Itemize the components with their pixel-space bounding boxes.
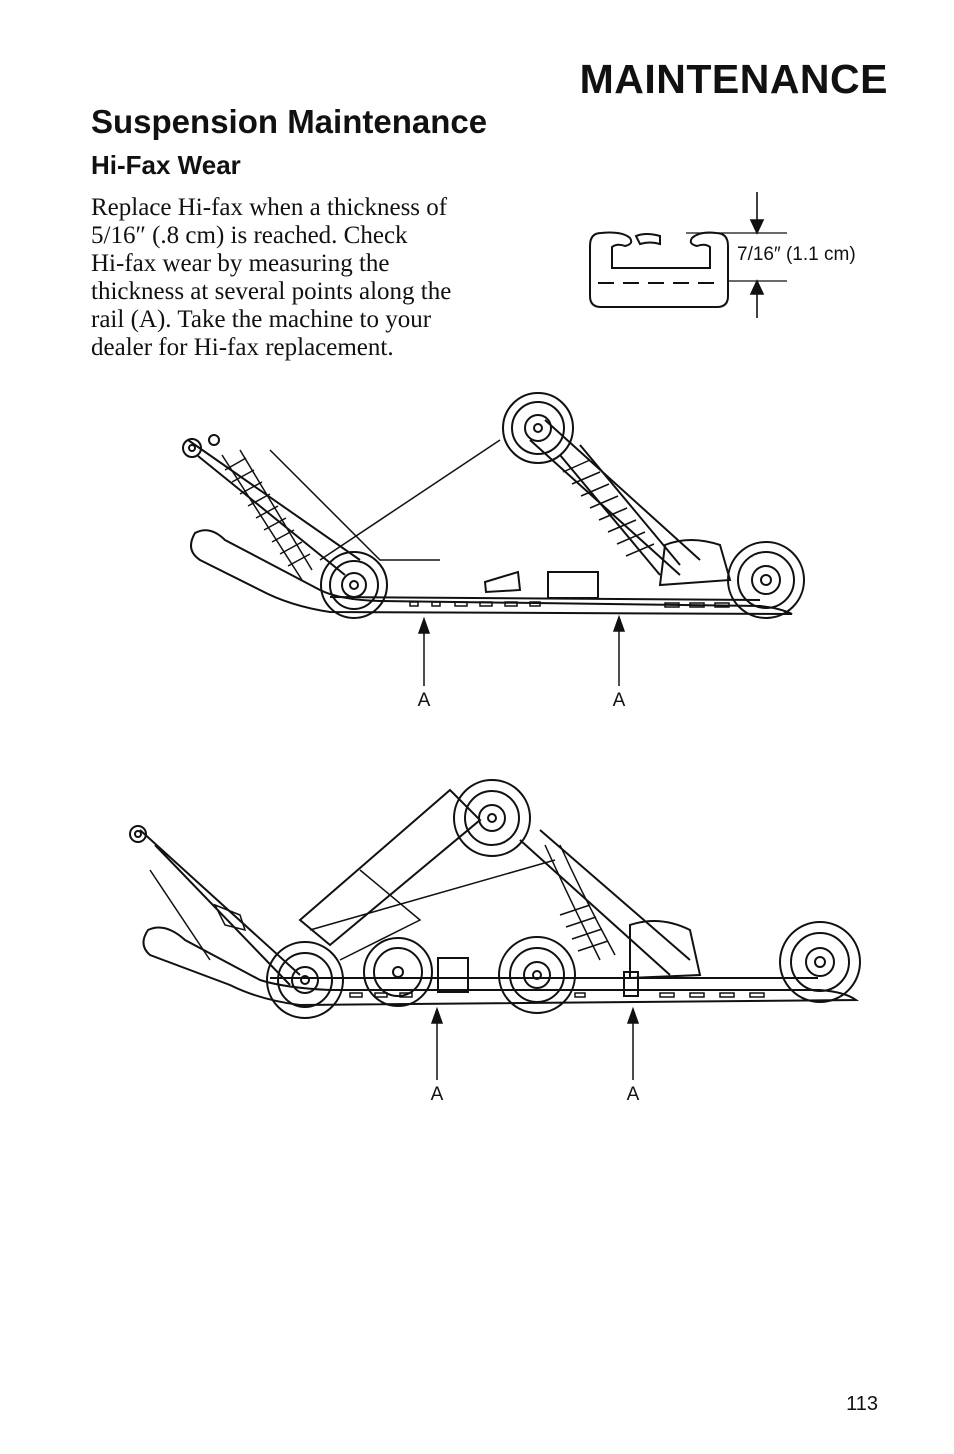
idler-wheel [502,392,574,464]
idler-wheel [266,941,344,1019]
body-line: 5/16″ (.8 cm) is reached. Check [91,222,408,249]
slide-rail [142,926,860,1007]
body-paragraph: Replace Hi-fax when a thickness of 5/16″… [91,194,511,362]
body-line: dealer for Hi-fax replacement. [91,334,394,361]
idler-wheel [363,937,433,1007]
callout-label: A [626,1084,640,1105]
page-title: Suspension Maintenance [91,103,488,140]
callout-label: A [430,1084,444,1105]
callout-label: A [417,690,431,711]
body-line: Replace Hi-fax when a thickness of [91,194,448,221]
slide-rail [190,529,793,615]
subheading: Hi-Fax Wear [91,150,241,180]
page-number: 113 [846,1393,878,1415]
front-torque-arm [139,829,301,986]
body-line: rail (A). Take the machine to your [91,306,432,333]
idler-wheel [727,541,805,619]
idler-wheel [779,921,861,1003]
section-header: MAINTENANCE [579,56,888,102]
dimension-label: 7/16″ (1.1 cm) [737,244,856,265]
front-torque-arm [187,439,361,576]
body-line: Hi-fax wear by measuring the [91,250,390,277]
callout-label: A [612,690,626,711]
idler-wheel [498,936,576,1014]
idler-wheel [320,551,388,619]
body-line: thickness at several points along the [91,278,452,305]
idler-wheel [453,779,531,857]
rear-torque-arm [519,829,691,976]
